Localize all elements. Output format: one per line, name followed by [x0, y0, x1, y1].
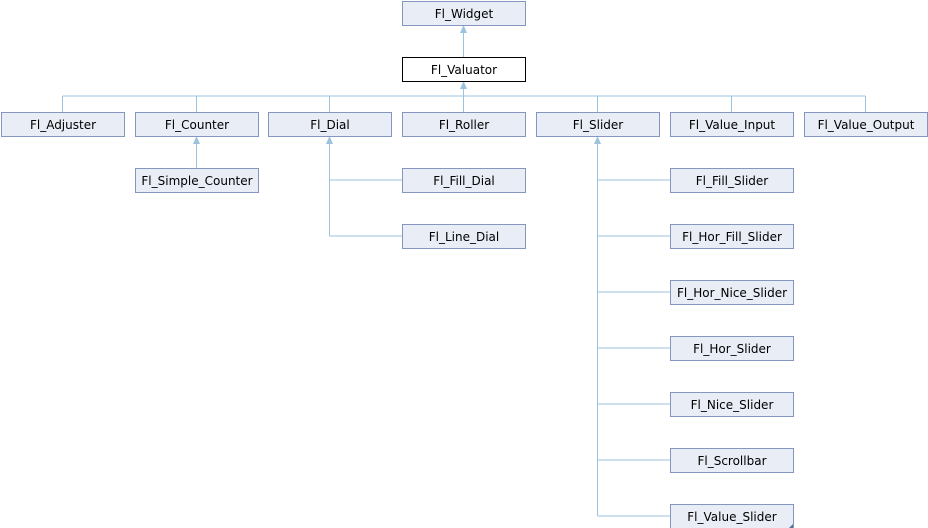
arrowhead-slider: [594, 136, 601, 144]
class-node-scrollbar[interactable]: Fl_Scrollbar: [670, 448, 794, 473]
node-box: [402, 168, 526, 193]
node-box: [670, 168, 794, 193]
node-label: Fl_Hor_Slider: [693, 342, 771, 356]
node-label: Fl_Nice_Slider: [691, 398, 774, 412]
node-label: Fl_Dial: [310, 118, 350, 132]
node-box: [135, 112, 259, 137]
node-box: [402, 1, 526, 26]
node-label: Fl_Hor_Fill_Slider: [682, 230, 782, 244]
arrowhead-counter: [193, 136, 200, 144]
node-label: Fl_Widget: [435, 7, 494, 21]
class-node-hor-nice-slider[interactable]: Fl_Hor_Nice_Slider: [670, 280, 794, 305]
class-node-line-dial[interactable]: Fl_Line_Dial: [402, 224, 526, 249]
node-box: [670, 280, 794, 305]
node-box: [1, 112, 125, 137]
class-node-value-input[interactable]: Fl_Value_Input: [670, 112, 794, 137]
class-node-hor-fill-slider[interactable]: Fl_Hor_Fill_Slider: [670, 224, 794, 249]
node-box: [670, 392, 794, 417]
class-node-valuator[interactable]: Fl_Valuator: [402, 57, 526, 82]
node-label: Fl_Valuator: [431, 63, 497, 77]
class-node-slider[interactable]: Fl_Slider: [536, 112, 660, 137]
class-node-nice-slider[interactable]: Fl_Nice_Slider: [670, 392, 794, 417]
node-box: [670, 112, 794, 137]
class-node-dial[interactable]: Fl_Dial: [268, 112, 392, 137]
inheritance-edges: [62, 25, 866, 517]
node-box: [670, 504, 794, 528]
node-label: Fl_Counter: [165, 118, 229, 132]
class-node-value-output[interactable]: Fl_Value_Output: [804, 112, 928, 137]
class-node-counter[interactable]: Fl_Counter: [135, 112, 259, 137]
class-node-adjuster[interactable]: Fl_Adjuster: [1, 112, 125, 137]
node-box: [536, 112, 660, 137]
node-label: Fl_Scrollbar: [697, 454, 766, 468]
class-node-widget[interactable]: Fl_Widget: [402, 1, 526, 26]
node-label: Fl_Slider: [573, 118, 624, 132]
node-label: Fl_Fill_Dial: [433, 174, 495, 188]
class-node-simple-counter[interactable]: Fl_Simple_Counter: [135, 168, 259, 193]
arrowhead-valuator: [460, 81, 467, 89]
node-box: [670, 448, 794, 473]
node-label: Fl_Value_Slider: [687, 510, 776, 524]
node-box: [135, 168, 259, 193]
node-label: Fl_Hor_Nice_Slider: [677, 286, 787, 300]
node-label: Fl_Adjuster: [30, 118, 96, 132]
node-label: Fl_Value_Output: [818, 118, 915, 132]
class-node-fill-dial[interactable]: Fl_Fill_Dial: [402, 168, 526, 193]
node-box: [670, 224, 794, 249]
node-label: Fl_Line_Dial: [429, 230, 500, 244]
node-box: [402, 112, 526, 137]
node-box: [670, 336, 794, 361]
node-box: [402, 57, 526, 82]
node-label: Fl_Fill_Slider: [696, 174, 769, 188]
node-label: Fl_Roller: [439, 118, 489, 132]
node-label: Fl_Simple_Counter: [141, 174, 252, 188]
more-children-marker: [789, 524, 793, 528]
arrowhead-dial: [326, 136, 333, 144]
class-node-value-slider[interactable]: Fl_Value_Slider: [670, 504, 794, 528]
arrowhead-widget: [460, 25, 467, 33]
node-box: [268, 112, 392, 137]
class-node-hor-slider[interactable]: Fl_Hor_Slider: [670, 336, 794, 361]
class-node-roller[interactable]: Fl_Roller: [402, 112, 526, 137]
node-box: [402, 224, 526, 249]
class-node-fill-slider[interactable]: Fl_Fill_Slider: [670, 168, 794, 193]
node-label: Fl_Value_Input: [689, 118, 776, 132]
